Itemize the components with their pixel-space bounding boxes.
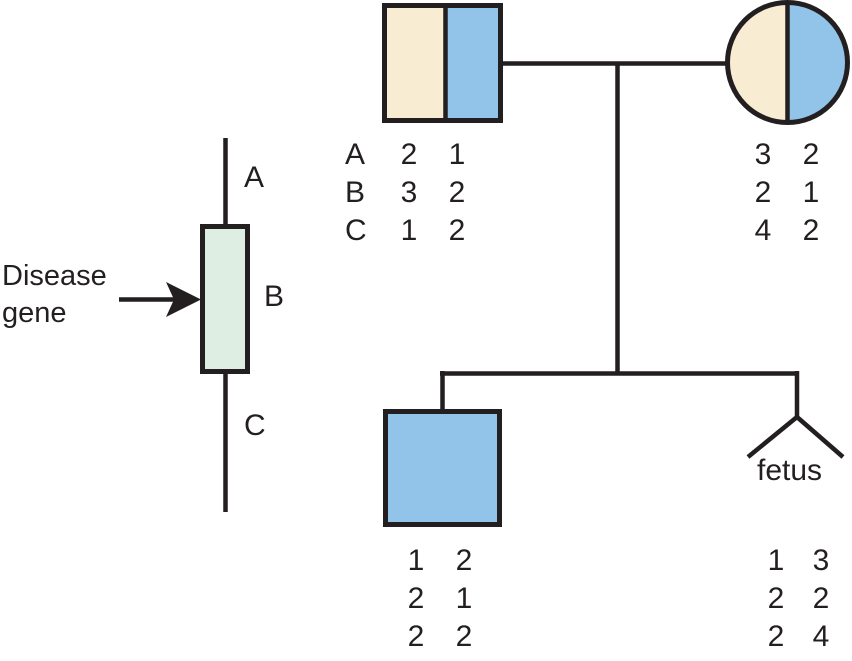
fetus-c-allele1: 2: [767, 620, 785, 653]
marker-a-label: A: [244, 161, 265, 194]
son-genotype-table: 1 2 2 1 2 2: [392, 542, 488, 656]
mother-outline: [725, 0, 850, 125]
mother-c-allele1: 4: [754, 214, 772, 247]
disease-gene-label-line1: Disease: [2, 260, 107, 292]
father-marker-c: C: [345, 214, 367, 247]
fetus-a-allele1: 1: [767, 544, 785, 577]
father-blue-half: [445, 3, 503, 123]
mother-symbol: [725, 0, 850, 125]
disease-gene-label-line2: gene: [2, 297, 67, 329]
father-a-allele1: 2: [400, 138, 418, 171]
fetus-chevron-icon: [746, 414, 845, 459]
fetus-genotype-table: 1 3 2 2 2 4: [754, 542, 844, 656]
son-symbol: [383, 409, 502, 527]
disease-gene-region-rect: [200, 224, 250, 374]
father-genotype-table: A 2 1 B 3 2 C 1 2: [345, 136, 481, 250]
son-b-allele2: 1: [455, 582, 473, 615]
disease-gene-label: Disease gene: [2, 258, 107, 332]
father-b-allele1: 3: [400, 176, 418, 209]
father-c-allele1: 1: [400, 214, 418, 247]
mother-b-allele1: 2: [754, 176, 772, 209]
marker-b-label: B: [264, 280, 285, 313]
father-c-allele2: 2: [448, 214, 466, 247]
mother-a-allele1: 3: [754, 138, 772, 171]
mother-b-allele2: 1: [802, 176, 820, 209]
fetus-c-allele2: 4: [812, 620, 830, 653]
son-b-allele1: 2: [407, 582, 425, 615]
father-a-allele2: 1: [448, 138, 466, 171]
right-arrow-icon: [166, 282, 201, 317]
fetus-label: fetus: [757, 454, 823, 487]
mother-genotype-table: 3 2 2 1 4 2: [739, 136, 835, 250]
father-marker-b: B: [345, 176, 366, 209]
father-b-allele2: 2: [448, 176, 466, 209]
mother-tan-half: [727, 2, 788, 123]
fetus-b-allele1: 2: [767, 582, 785, 615]
fetus-b-allele2: 2: [812, 582, 830, 615]
mother-c-allele2: 2: [802, 214, 820, 247]
father-tan-half: [382, 3, 445, 123]
fetus-a-allele2: 3: [812, 544, 830, 577]
son-a-allele2: 2: [455, 544, 473, 577]
father-outline: [382, 3, 503, 123]
mother-blue-half: [787, 2, 848, 123]
marker-c-label: C: [244, 409, 266, 442]
father-symbol: [382, 3, 503, 123]
son-c-allele2: 2: [455, 620, 473, 653]
son-a-allele1: 1: [407, 544, 425, 577]
father-marker-a: A: [345, 138, 366, 171]
son-c-allele1: 2: [407, 620, 425, 653]
mother-a-allele2: 2: [802, 138, 820, 171]
